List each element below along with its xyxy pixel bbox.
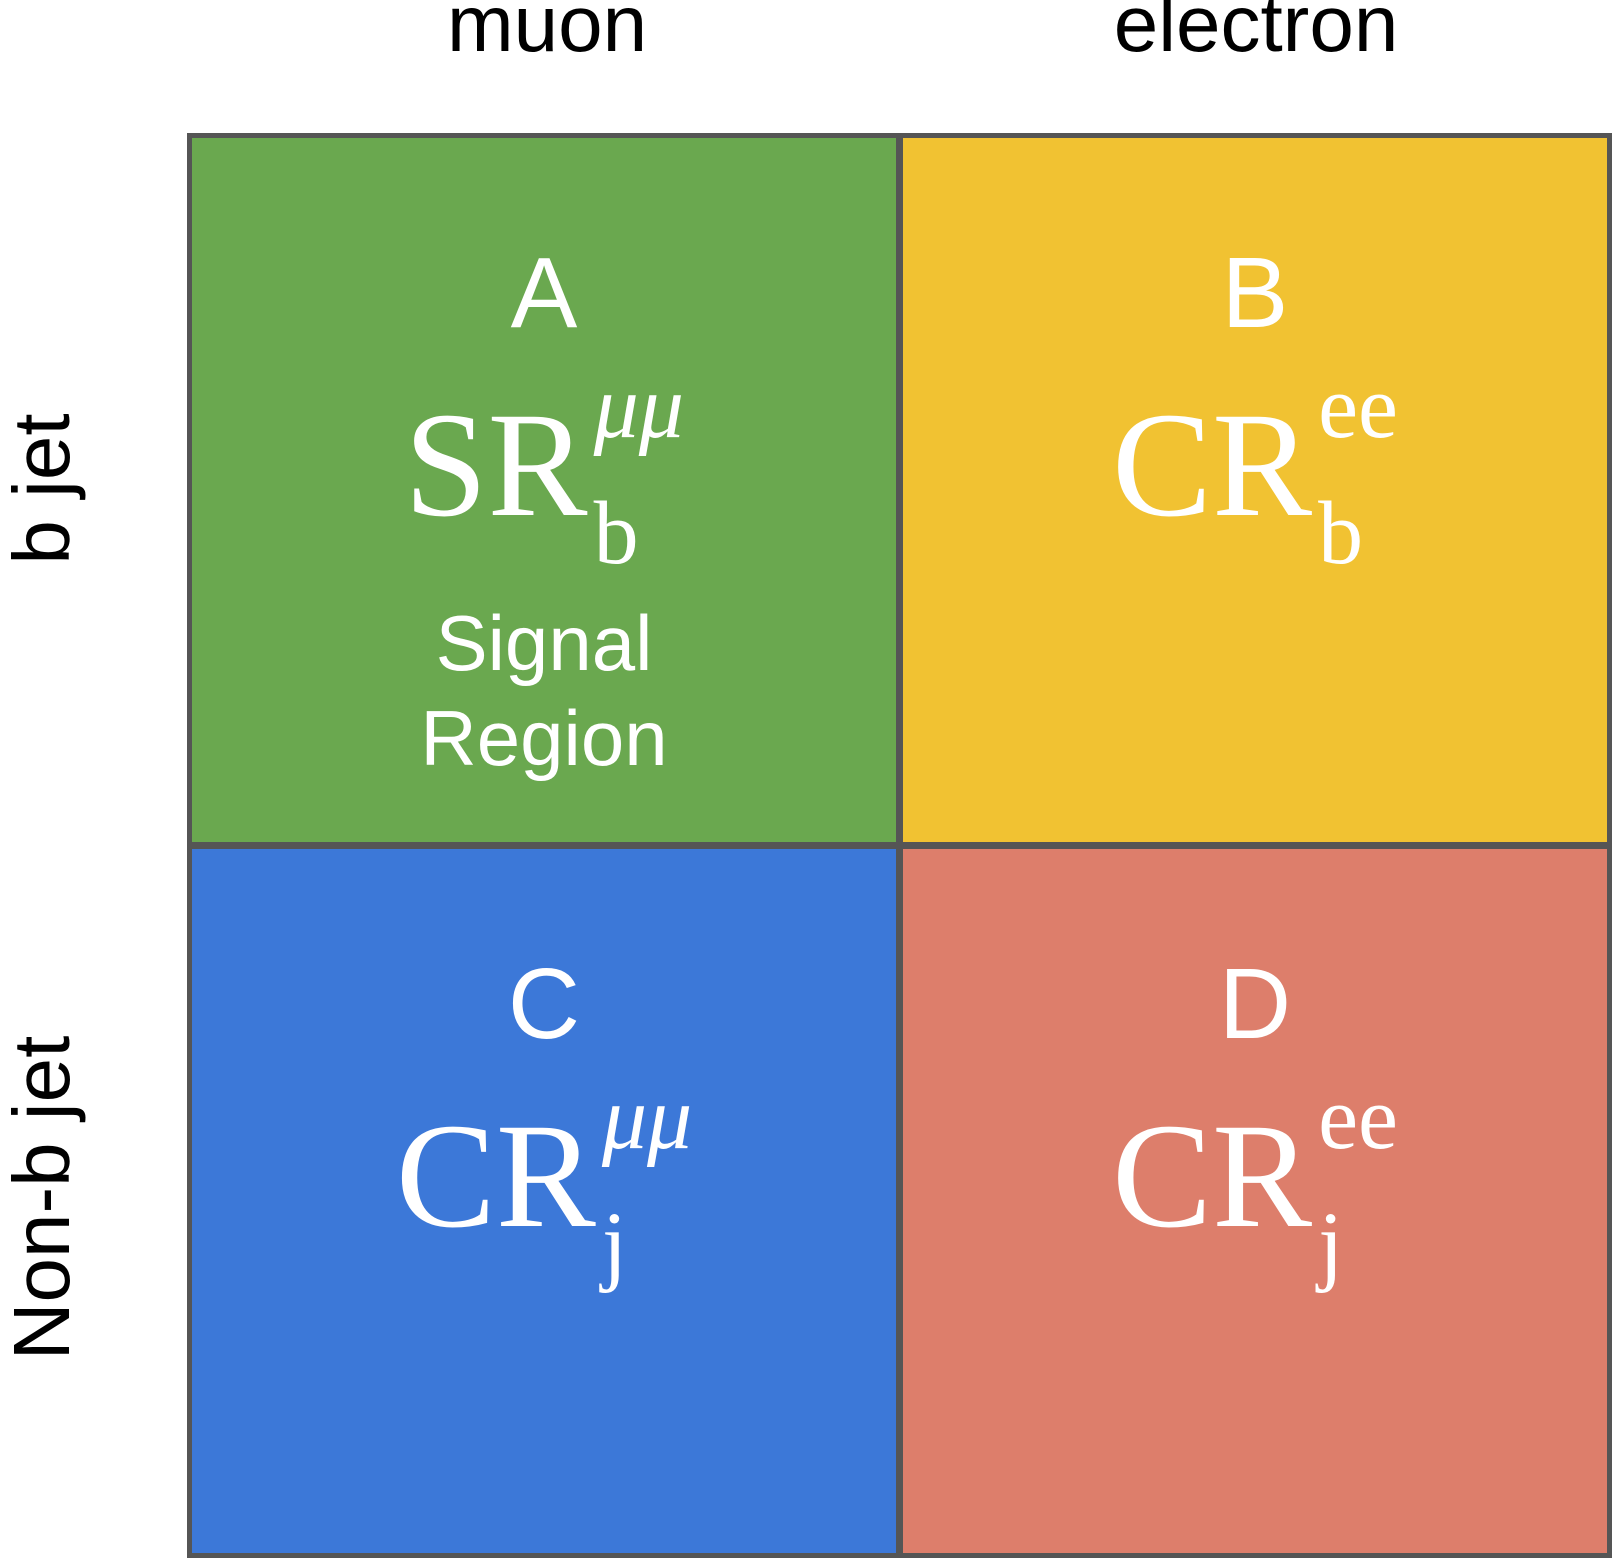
formula-superscript: ee: [1318, 358, 1398, 457]
formula-superscript: μμ: [601, 1069, 693, 1168]
row-label-b-jet: b jet: [0, 413, 86, 565]
quadrant-a-letter: A: [510, 237, 578, 349]
quadrant-c-formula: CR μμ j: [192, 1074, 896, 1289]
formula-superscript: μμ: [593, 358, 684, 457]
formula-subscript: b: [1318, 483, 1364, 583]
quadrant-grid: A SR μμ b Signal Region B CR ee b: [187, 133, 1612, 1558]
column-header-electron: electron: [1113, 0, 1399, 68]
signal-region-note: Signal Region: [192, 596, 896, 786]
quadrant-d-letter: D: [1218, 948, 1292, 1060]
formula-subscript: b: [593, 483, 639, 583]
formula-base: CR: [1111, 1093, 1313, 1259]
quadrant-b-letter: B: [1221, 237, 1289, 349]
formula-subscript: j: [1318, 1194, 1344, 1294]
quadrant-c-control-region: C CR μμ j: [192, 849, 896, 1553]
quadrant-a-signal-region: A SR μμ b Signal Region: [192, 138, 896, 842]
quadrant-d-control-region: D CR ee j: [903, 849, 1607, 1553]
signal-region-note-line1: Signal: [435, 599, 653, 687]
formula-scripts: ee b: [1318, 358, 1398, 583]
quadrant-b-control-region: B CR ee b: [903, 138, 1607, 842]
formula-scripts: ee j: [1318, 1069, 1398, 1294]
row-label-non-b-jet: Non-b jet: [0, 1035, 86, 1361]
formula-base: SR: [404, 382, 588, 548]
formula-scripts: μμ b: [593, 358, 684, 583]
column-header-muon: muon: [446, 0, 648, 68]
formula-subscript: j: [601, 1194, 627, 1294]
quadrant-d-formula: CR ee j: [903, 1074, 1607, 1289]
quadrant-c-letter: C: [507, 948, 581, 1060]
formula-superscript: ee: [1318, 1069, 1398, 1168]
quadrant-b-formula: CR ee b: [903, 363, 1607, 578]
signal-region-note-line2: Region: [420, 694, 668, 783]
formula-base: CR: [1111, 382, 1313, 548]
quadrant-a-formula: SR μμ b: [192, 363, 896, 578]
formula-base: CR: [395, 1093, 596, 1259]
formula-scripts: μμ j: [601, 1069, 693, 1294]
